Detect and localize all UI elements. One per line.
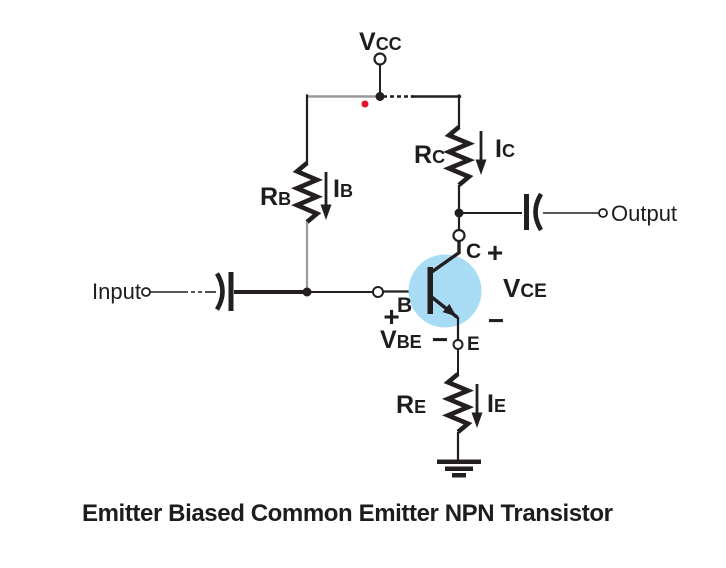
collector-branch: RC IC xyxy=(414,94,515,218)
collector-pin-label: C xyxy=(466,240,481,263)
input-capacitor xyxy=(214,272,234,311)
transistor-highlight xyxy=(408,254,482,328)
npn-transistor: C B E xyxy=(397,215,482,355)
vcc-junction-dot xyxy=(375,92,385,101)
vbe-plus-sign: + xyxy=(383,301,399,332)
voltage-annotations: + VCE − + VBE − xyxy=(380,237,547,355)
resistor-rc xyxy=(442,125,476,187)
ib-current-arrow xyxy=(320,172,332,220)
input-label: Input xyxy=(92,279,141,304)
rb-label: RB xyxy=(260,183,291,211)
base-bar xyxy=(427,267,433,314)
vce-minus-sign: − xyxy=(488,305,504,336)
output-section: Output xyxy=(461,192,677,232)
vbe-label: VBE xyxy=(380,326,422,354)
vbe-minus-sign: − xyxy=(432,324,448,355)
ib-label: IB xyxy=(333,175,353,203)
input-terminal xyxy=(141,287,151,297)
base-terminal-circle xyxy=(372,286,384,298)
rc-label: RC xyxy=(414,141,445,169)
ic-label: IC xyxy=(495,135,515,163)
base-junction-dot xyxy=(302,287,312,297)
collector-lead-diagonal xyxy=(430,250,461,274)
vcc-terminal xyxy=(373,52,387,66)
red-dot xyxy=(361,100,369,108)
input-section: Input xyxy=(92,272,429,311)
vce-plus-sign: + xyxy=(487,237,503,268)
base-pin-label: B xyxy=(397,294,412,317)
collector-terminal-circle xyxy=(452,228,466,243)
output-capacitor xyxy=(524,192,544,232)
resistor-rb xyxy=(291,161,323,224)
ie-label: IE xyxy=(487,390,506,418)
output-label: Output xyxy=(611,201,677,226)
emitter-branch: RE IE xyxy=(396,349,506,478)
emitter-pin-label: E xyxy=(467,334,480,355)
diagram-title: Emitter Biased Common Emitter NPN Transi… xyxy=(82,500,613,527)
resistor-re xyxy=(441,372,475,434)
vce-label: VCE xyxy=(503,273,547,303)
ground-symbol xyxy=(437,459,481,478)
base-bias-branch: RB IB xyxy=(260,94,353,290)
vcc-label: VCC xyxy=(359,28,402,56)
re-label: RE xyxy=(396,391,426,419)
vcc-supply: VCC xyxy=(307,28,462,108)
ie-current-arrow xyxy=(471,384,483,428)
output-terminal xyxy=(598,208,608,218)
collector-junction-dot xyxy=(454,208,464,218)
emitter-arrowhead xyxy=(442,303,457,317)
ic-current-arrow xyxy=(475,131,487,175)
emitter-terminal-circle xyxy=(452,339,464,350)
